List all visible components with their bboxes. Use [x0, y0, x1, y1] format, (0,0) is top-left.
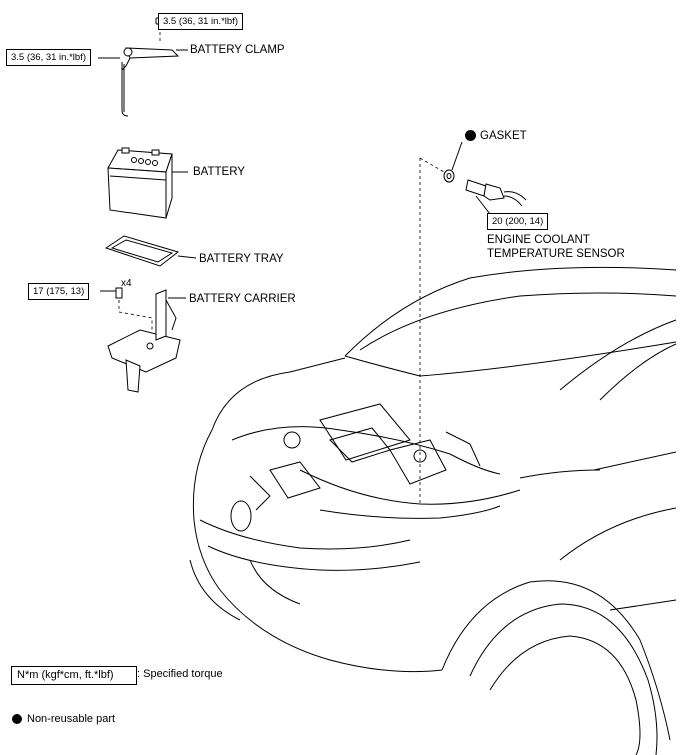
- torque-box-clamp-top: 3.5 (36, 31 in.*lbf): [158, 13, 243, 30]
- battery-clamp-drawing: [98, 17, 188, 117]
- legend-non-reusable-icon: [12, 714, 22, 724]
- torque-box-clamp-side: 3.5 (36, 31 in.*lbf): [6, 49, 91, 66]
- label-battery: BATTERY: [193, 166, 245, 178]
- battery-tray-drawing: [104, 235, 197, 267]
- label-sensor-line1: ENGINE COOLANT: [487, 234, 590, 246]
- legend-torque-unit-box: N*m (kgf*cm, ft.*lbf): [11, 666, 137, 685]
- battery-drawing: [107, 147, 188, 219]
- battery-carrier-drawing: [100, 287, 186, 393]
- vehicle-outline-drawing: [189, 266, 677, 755]
- label-bolt-quantity: x4: [121, 278, 132, 289]
- label-sensor-line2: TEMPERATURE SENSOR: [487, 248, 625, 260]
- label-gasket: GASKET: [480, 130, 527, 142]
- non-reusable-marker-icon: [465, 130, 476, 141]
- label-battery-tray: BATTERY TRAY: [199, 253, 284, 265]
- label-battery-carrier: BATTERY CARRIER: [189, 293, 296, 305]
- torque-box-carrier: 17 (175, 13): [28, 283, 90, 300]
- label-battery-clamp: BATTERY CLAMP: [190, 44, 285, 56]
- torque-box-sensor: 20 (200, 14): [487, 213, 549, 230]
- legend-non-reusable-desc: Non-reusable part: [27, 713, 116, 725]
- coolant-sensor-drawing: [419, 141, 527, 505]
- legend-torque-desc: : Specified torque: [137, 668, 223, 680]
